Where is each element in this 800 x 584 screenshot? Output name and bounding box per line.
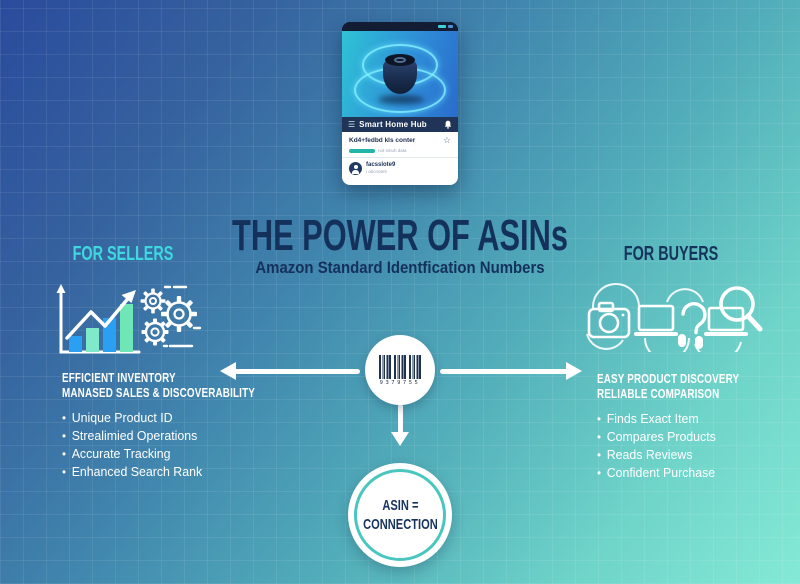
barcode-badge: 9379755 xyxy=(365,335,435,405)
list-item: Strealimied Operations xyxy=(62,427,281,445)
sellers-subheading-1: EFFICIENT INVENTORY xyxy=(62,370,176,385)
page-subtitle: Amazon Standard Identfication Numbers xyxy=(255,258,545,277)
bell-icon[interactable] xyxy=(444,120,452,129)
status-battery-icon xyxy=(448,25,453,28)
connection-badge-ring: ASIN = CONNECTION xyxy=(354,469,446,561)
buyers-benefits-list: Finds Exact Item Compares Products Reads… xyxy=(597,410,800,482)
connection-line-1: ASIN = xyxy=(381,497,419,514)
arrow-to-connection xyxy=(398,404,403,434)
progress-caption: not smuh data xyxy=(378,148,407,153)
divider xyxy=(342,157,458,158)
barcode-icon xyxy=(379,354,421,379)
gears-icon xyxy=(140,285,202,348)
avatar-name: facsslote9 xyxy=(366,162,396,169)
list-item: Confident Purchase xyxy=(597,464,800,482)
status-signal-icon xyxy=(438,25,446,28)
sellers-heading: FOR SELLERS xyxy=(72,243,174,265)
page-title: THE POWER OF ASINs xyxy=(232,211,568,260)
avatar[interactable] xyxy=(349,162,362,175)
buyers-heading: FOR BUYERS xyxy=(623,243,719,265)
device-card-title: Kd4+fedbd kls conter xyxy=(349,137,416,144)
connection-line-2: CONNECTION xyxy=(362,516,438,533)
list-item: Compares Products xyxy=(597,428,800,446)
arrow-head-down xyxy=(391,432,409,446)
list-item: Enhanced Search Rank xyxy=(62,463,281,481)
list-item: Finds Exact Item xyxy=(597,410,800,428)
buyers-subheading-2: RELIABLE COMPARISON xyxy=(597,386,720,401)
sellers-text-block: EFFICIENT INVENTORY MANASED SALES & DISC… xyxy=(62,370,292,481)
sellers-benefits-list: Unique Product ID Strealimied Operations… xyxy=(62,409,292,481)
sellers-subheading-2: MANASED SALES & DISCOVERABILITY xyxy=(62,385,256,400)
list-item: Accurate Tracking xyxy=(62,445,281,463)
phone-status-bar xyxy=(342,22,458,31)
menu-icon[interactable]: ☰ xyxy=(348,119,356,129)
speaker-shadow xyxy=(378,95,424,104)
arrow-head-right xyxy=(566,362,582,380)
progress-bar xyxy=(349,148,375,153)
app-body: Kd4+fedbd kls conter ☆ not smuh data fac… xyxy=(342,132,458,185)
avatar-subtext: i abcnote9 xyxy=(366,169,387,175)
connection-badge: ASIN = CONNECTION xyxy=(348,463,452,567)
buyers-text-block: EASY PRODUCT DISCOVERY RELIABLE COMPARIS… xyxy=(597,371,800,482)
app-title: Smart Home Hub xyxy=(359,120,427,129)
arrow-to-buyers xyxy=(440,369,568,374)
buyers-subheading-1: EASY PRODUCT DISCOVERY xyxy=(597,371,740,386)
app-header: ☰ Smart Home Hub xyxy=(342,117,458,132)
phone-mockup: ☰ Smart Home Hub Kd4+fedbd kls conter ☆ … xyxy=(342,22,458,185)
star-icon[interactable]: ☆ xyxy=(442,135,451,145)
barcode-number: 9379755 xyxy=(379,379,421,386)
arrow-head-left xyxy=(220,362,236,380)
growth-chart-icon xyxy=(56,284,141,354)
arrow-to-sellers xyxy=(234,369,360,374)
speaker-top-ring xyxy=(394,57,406,63)
list-item: Unique Product ID xyxy=(62,409,281,427)
smart-speaker-image xyxy=(342,31,458,117)
list-item: Reads Reviews xyxy=(597,446,800,464)
shopping-devices-icon xyxy=(586,282,763,352)
